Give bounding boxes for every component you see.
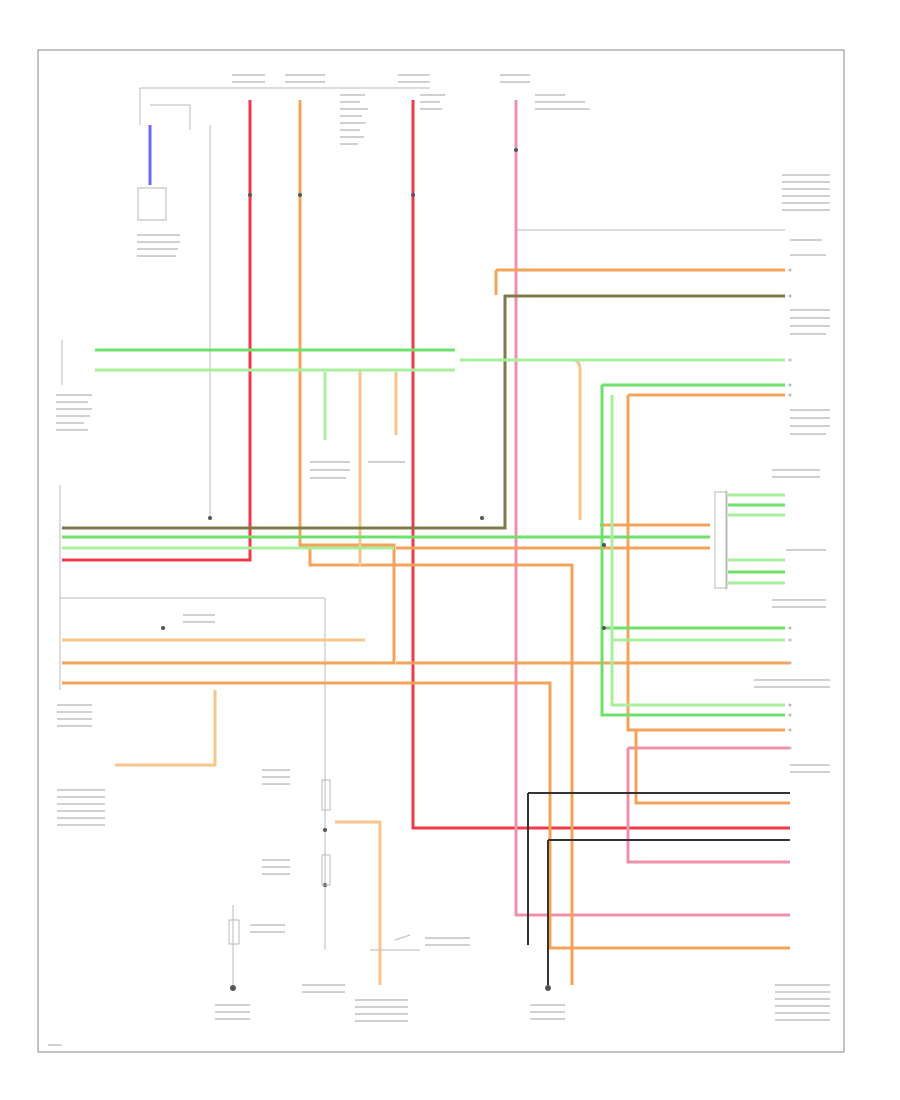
splice-dots	[161, 148, 606, 991]
green-wires	[62, 348, 785, 717]
right-connector-pins	[788, 268, 792, 750]
faint-labels	[48, 74, 830, 1046]
olive-wires	[62, 294, 785, 530]
light-green-wires	[62, 358, 785, 707]
diagram-frame	[37, 49, 845, 1053]
orange-wires	[62, 100, 790, 985]
light-orange-wires	[62, 358, 582, 985]
pink-wires	[514, 100, 790, 917]
connector-box-left	[137, 187, 167, 221]
red-wires	[62, 100, 790, 830]
components	[228, 491, 728, 951]
black-wires	[527, 792, 790, 985]
